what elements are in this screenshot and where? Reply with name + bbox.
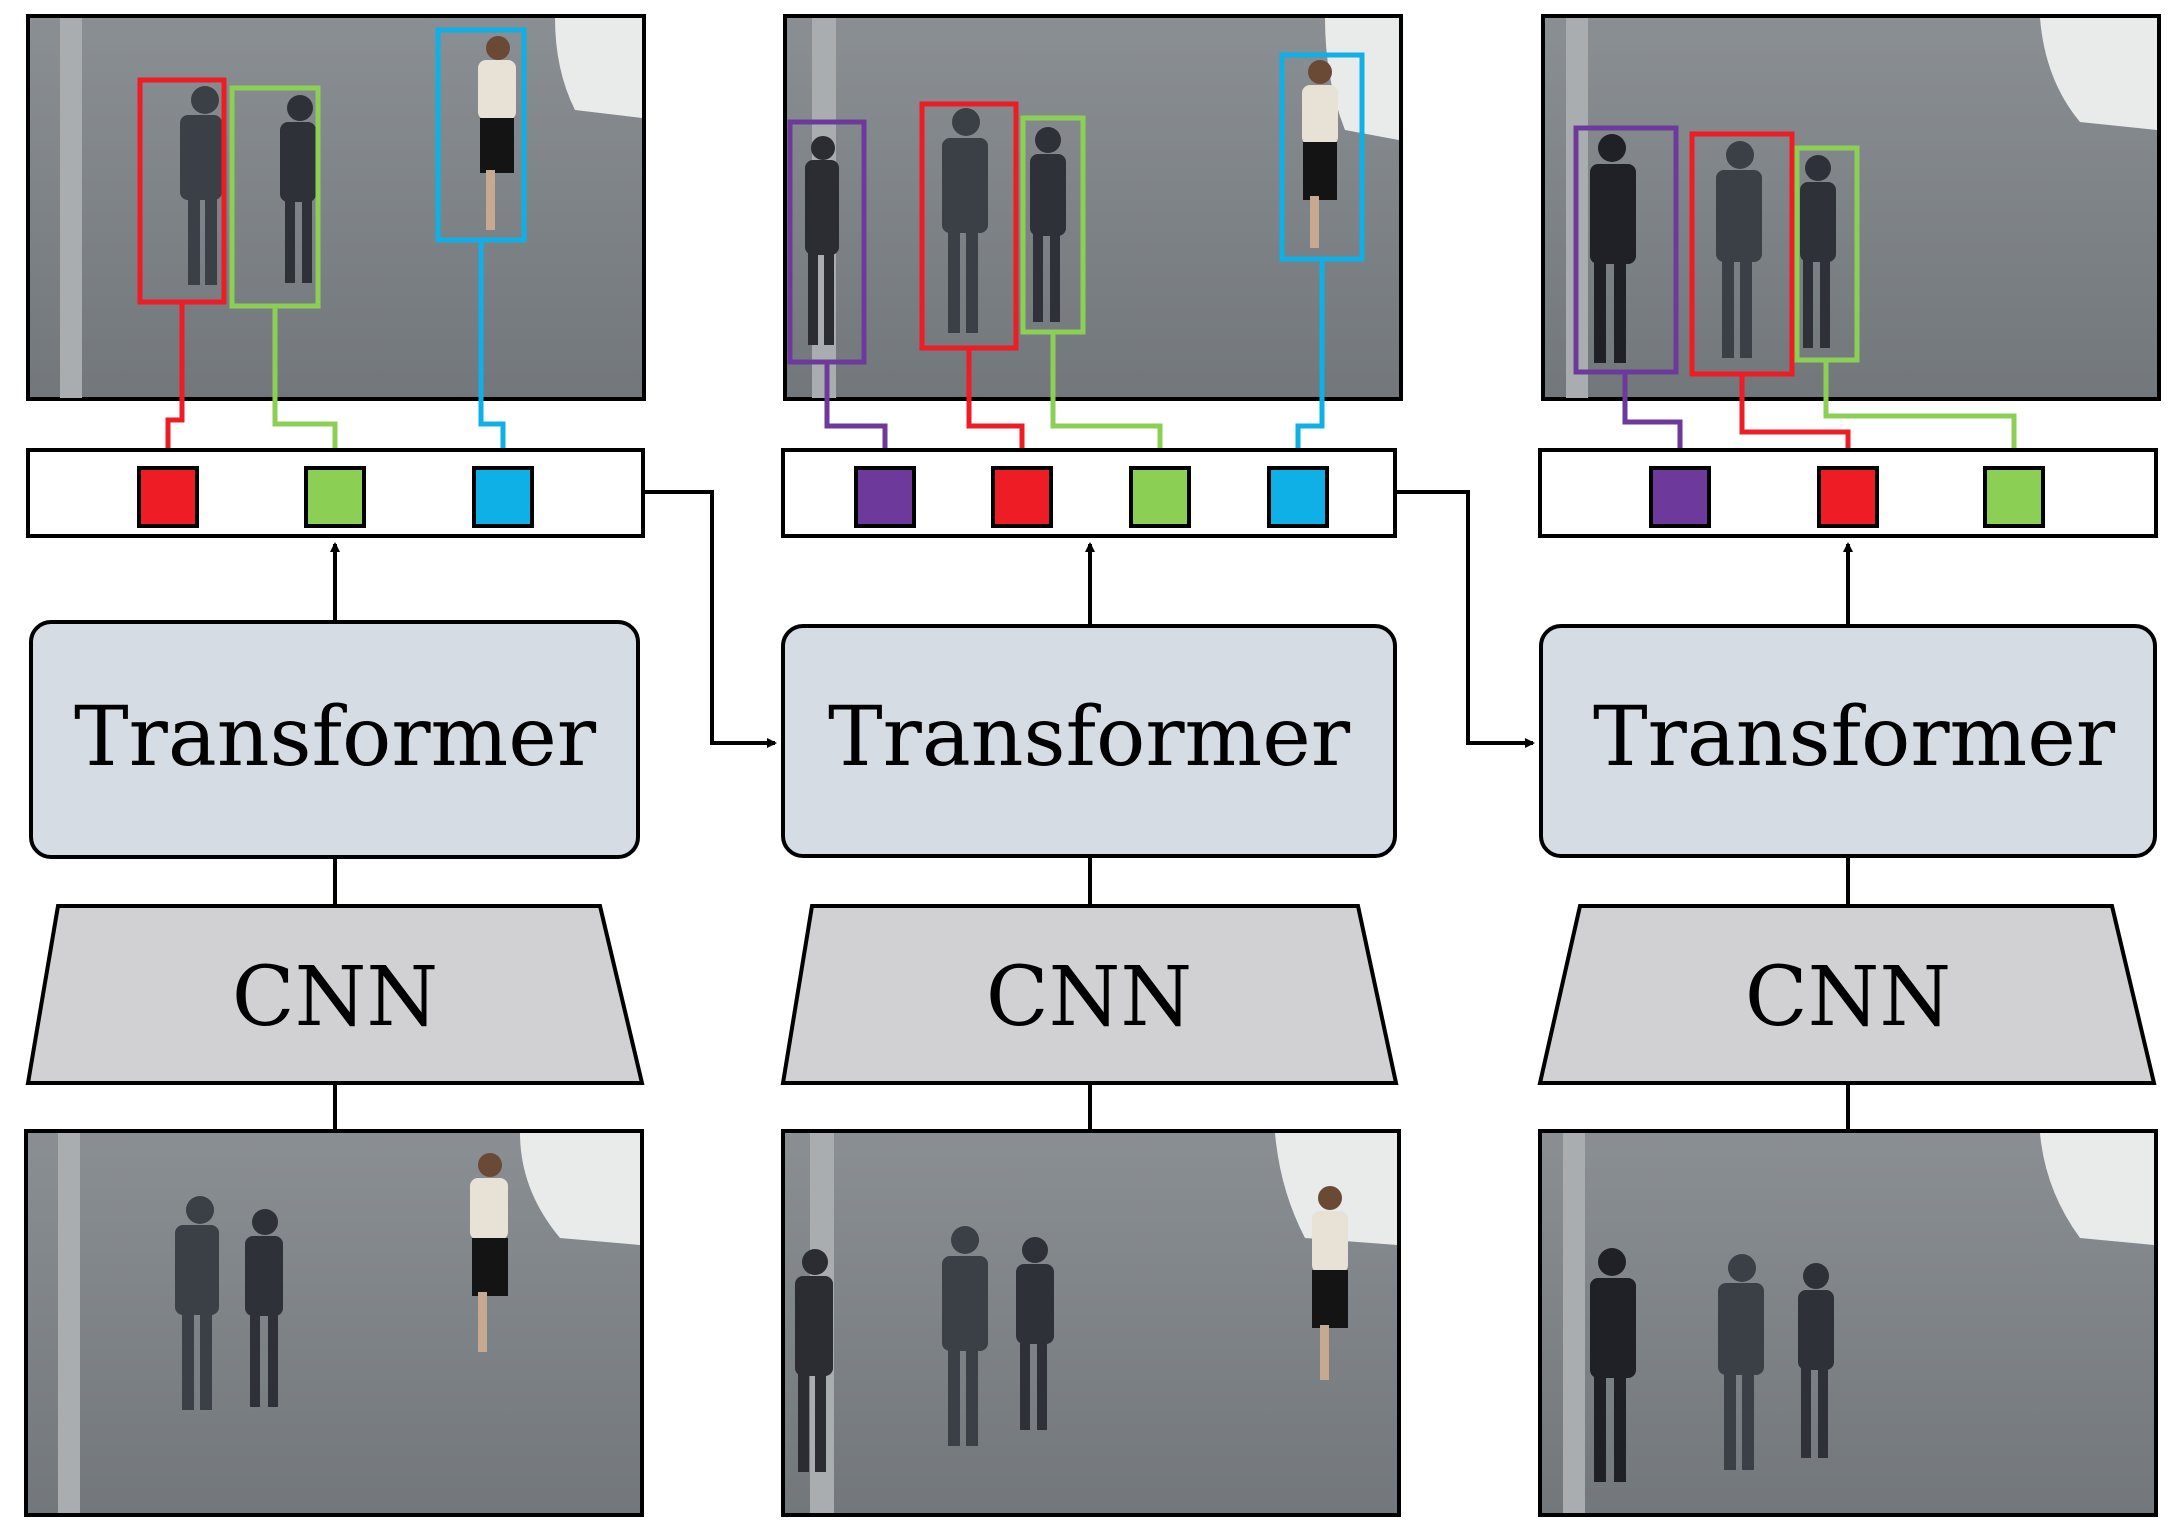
input-frame-3	[1538, 1129, 2158, 1517]
sidewalk-stripe	[60, 18, 82, 398]
cnn-block-2	[780, 904, 1399, 1085]
cnn-label-3: CNN	[1745, 950, 1951, 1045]
track-query-red	[137, 466, 199, 528]
track-query-red	[1817, 466, 1879, 528]
track-query-blue	[1267, 466, 1329, 528]
track-query-green	[304, 466, 366, 528]
car-shape	[555, 18, 642, 118]
column-1: Transformer CNN	[24, 14, 646, 1517]
track-query-purple	[1649, 466, 1711, 528]
output-frame-1	[26, 14, 646, 401]
connector-blue	[478, 240, 506, 468]
transformer-label-3: Transformer	[1593, 690, 2116, 785]
input-frame-2	[781, 1129, 1401, 1517]
track-query-green	[1129, 466, 1191, 528]
connector-red	[966, 348, 1025, 468]
transformer-label-2: Transformer	[828, 690, 1351, 785]
output-frame-2	[783, 14, 1403, 401]
pedestrian-figure	[280, 95, 316, 283]
connector-green	[1050, 332, 1163, 468]
track-query-green	[1983, 466, 2045, 528]
query-flow-arrow-1	[643, 490, 777, 748]
column-3: Transformer CNN	[1537, 14, 2161, 1517]
connector-green	[272, 306, 338, 468]
input-frame-1	[24, 1129, 644, 1517]
query-flow-arrow-2	[1395, 490, 1535, 748]
connector-red	[165, 302, 185, 468]
cnn-label-2: CNN	[986, 950, 1192, 1045]
pedestrian-figure	[478, 36, 516, 230]
track-query-red	[991, 466, 1053, 528]
connector-green	[1823, 360, 2017, 468]
pedestrian-figure	[180, 86, 222, 285]
connector-purple	[1622, 372, 1683, 468]
connector-blue	[1295, 259, 1325, 468]
track-query-purple	[854, 466, 916, 528]
cnn-label-1: CNN	[232, 950, 438, 1045]
cnn-block-1	[25, 904, 645, 1085]
cnn-block-3	[1537, 904, 2157, 1085]
track-query-blue	[472, 466, 534, 528]
output-frame-3	[1541, 14, 2161, 401]
connector-purple	[824, 362, 888, 468]
transformer-label-1: Transformer	[74, 690, 597, 785]
column-2: Transformer CNN	[780, 14, 1403, 1517]
